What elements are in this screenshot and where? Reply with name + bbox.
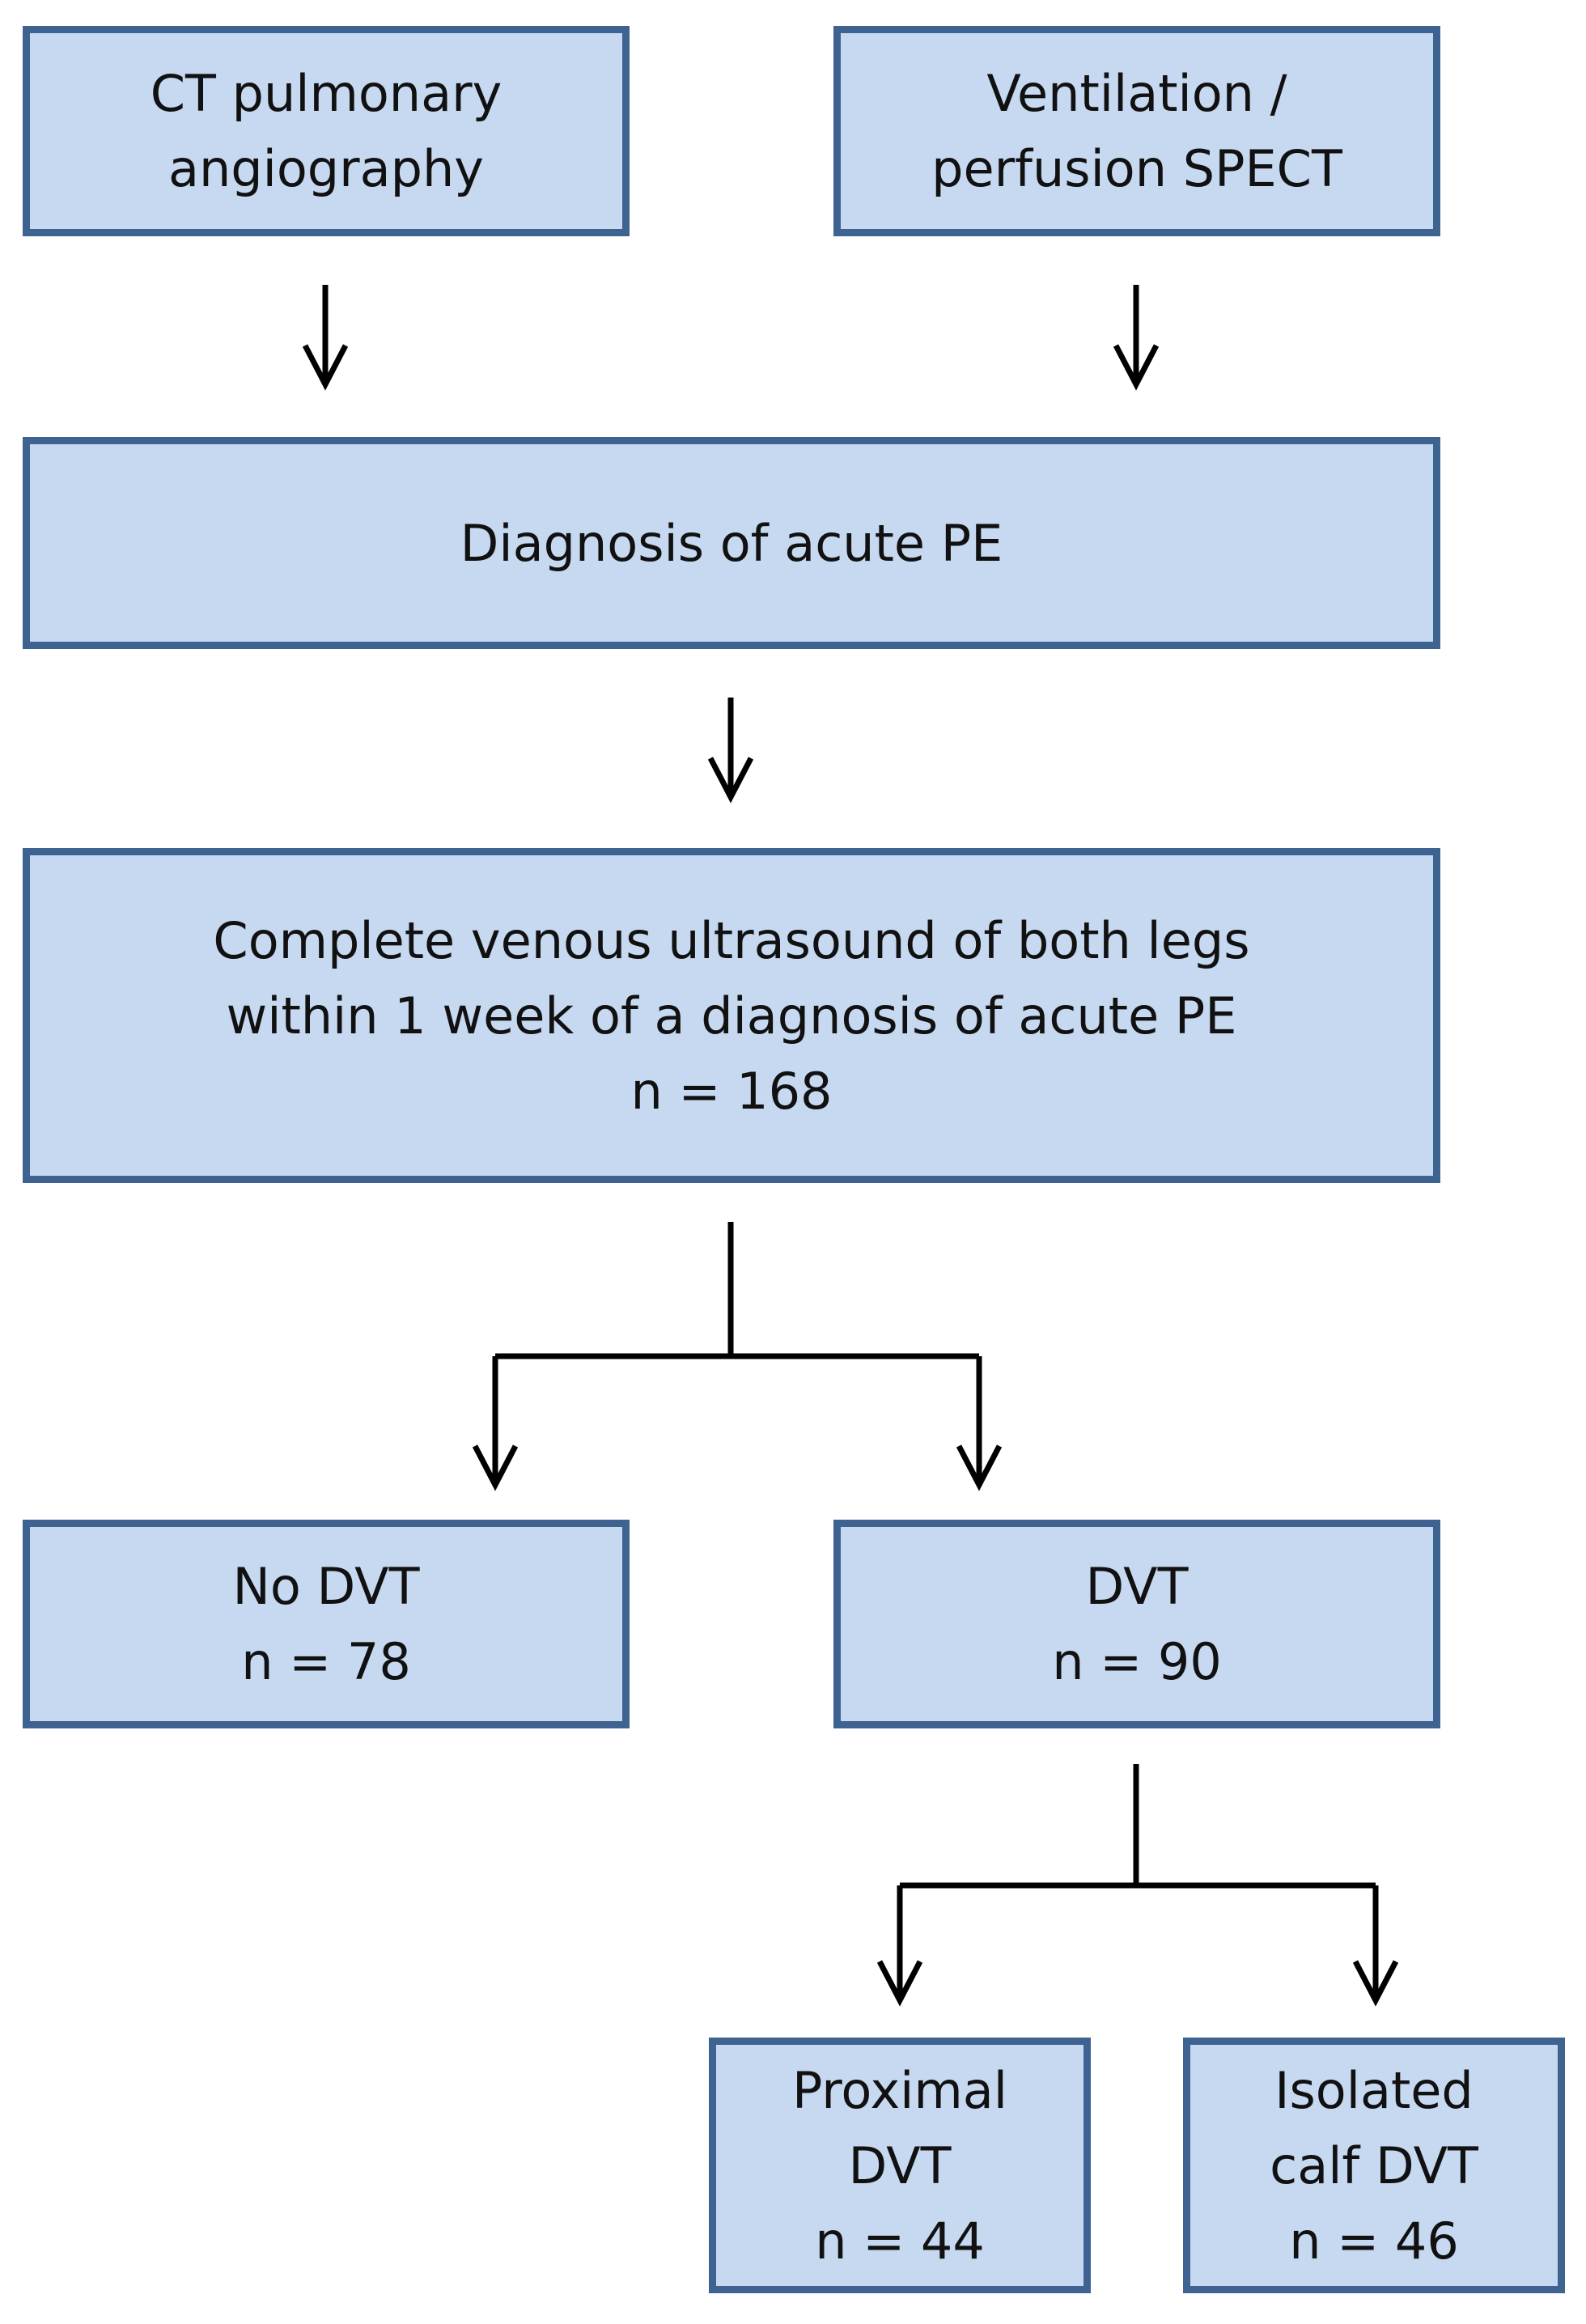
arrow-diagnosis-to-ultrasound (710, 698, 751, 797)
ultrasound-box-line2: within 1 week of a diagnosis of acute PE (226, 986, 1237, 1045)
calf-box-count: n = 46 (1289, 2211, 1459, 2271)
ventilation-perfusion-spect-box: Ventilation / perfusion SPECT (833, 26, 1440, 236)
no-dvt-box: No DVT n = 78 (23, 1520, 630, 1728)
no-dvt-box-label: No DVT (232, 1557, 420, 1616)
dvt-box: DVT n = 90 (833, 1520, 1440, 1728)
diagnosis-box-line1: Diagnosis of acute PE (460, 513, 1003, 573)
venous-ultrasound-box: Complete venous ultrasound of both legs … (23, 848, 1440, 1183)
vq-box-line1: Ventilation / (986, 64, 1287, 123)
no-dvt-box-count: n = 78 (241, 1632, 411, 1691)
ct-box-line1: CT pulmonary (150, 64, 503, 123)
ultrasound-box-count: n = 168 (630, 1061, 833, 1121)
proximal-box-line1: Proximal (792, 2060, 1007, 2120)
proximal-box-line2: DVT (848, 2135, 952, 2195)
dvt-box-count: n = 90 (1052, 1632, 1222, 1691)
calf-box-line2: calf DVT (1270, 2135, 1478, 2195)
vq-box-line2: perfusion SPECT (931, 139, 1342, 198)
ct-box-line2: angiography (168, 139, 484, 198)
isolated-calf-dvt-box: Isolated calf DVT n = 46 (1183, 2038, 1565, 2293)
proximal-box-count: n = 44 (815, 2211, 985, 2271)
proximal-dvt-box: Proximal DVT n = 44 (709, 2038, 1091, 2293)
ct-pulmonary-angiography-box: CT pulmonary angiography (23, 26, 630, 236)
dvt-box-label: DVT (1085, 1557, 1189, 1616)
arrow-ct-to-diagnosis (305, 285, 346, 384)
calf-box-line1: Isolated (1274, 2060, 1474, 2120)
ultrasound-box-line1: Complete venous ultrasound of both legs (213, 910, 1250, 970)
diagnosis-acute-pe-box: Diagnosis of acute PE (23, 437, 1440, 649)
connector-dvt-split (880, 1764, 1396, 2000)
arrow-vq-to-diagnosis (1116, 285, 1156, 384)
connector-ultrasound-split (475, 1222, 999, 1485)
